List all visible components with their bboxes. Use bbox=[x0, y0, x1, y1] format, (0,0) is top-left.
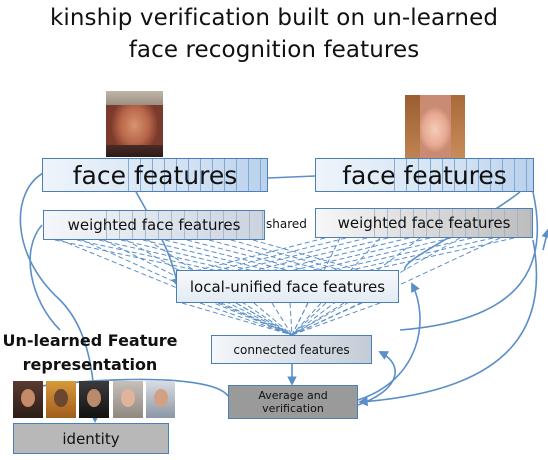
dashed-connection bbox=[164, 239, 291, 272]
dashed-connection bbox=[59, 239, 293, 336]
dashed-connection bbox=[308, 237, 452, 272]
dashed-connection bbox=[271, 302, 293, 336]
dashed-connection bbox=[230, 239, 345, 272]
dashed-connection bbox=[252, 239, 363, 272]
dashed-connection bbox=[291, 237, 341, 336]
average-verification-box: Average and verification bbox=[228, 385, 358, 419]
weighted-face-features-right: weighted face features bbox=[315, 208, 533, 238]
unlearned-heading-line2: representation bbox=[22, 355, 158, 374]
dashed-connection bbox=[232, 237, 368, 272]
dashed-connection bbox=[291, 302, 327, 336]
dashed-connection bbox=[213, 237, 347, 272]
dashed-connection bbox=[251, 237, 389, 272]
unlearned-heading-line1: Un-learned Feature bbox=[2, 331, 178, 350]
weighted-face-features-left: weighted face features bbox=[43, 210, 265, 240]
dashed-connection bbox=[54, 239, 201, 272]
face-photo-father bbox=[106, 91, 163, 157]
shared-label: shared bbox=[266, 217, 307, 231]
face-thumbnail bbox=[79, 381, 109, 418]
dashed-connection bbox=[346, 237, 494, 272]
face-photo-daughter bbox=[405, 95, 465, 158]
face-features-left-label: face features bbox=[72, 160, 238, 190]
dashed-connection bbox=[194, 237, 326, 272]
dashed-connection bbox=[289, 302, 293, 336]
identity-label: identity bbox=[62, 429, 120, 448]
face-features-right-label: face features bbox=[342, 160, 507, 190]
average-label-line1: Average and bbox=[258, 389, 328, 402]
dashed-connection bbox=[147, 239, 293, 336]
dashed-connection bbox=[199, 302, 293, 336]
face-features-left: face features bbox=[42, 158, 268, 192]
face-thumbnail bbox=[13, 381, 43, 418]
local-unified-features-box: local-unified face features bbox=[176, 270, 399, 303]
local-unified-label: local-unified face features bbox=[189, 277, 386, 296]
dashed-connection bbox=[208, 239, 327, 272]
dashed-connection bbox=[253, 302, 293, 336]
weighted-right-label: weighted face features bbox=[337, 214, 511, 232]
average-label-line2: verification bbox=[262, 402, 324, 415]
dashed-connection bbox=[186, 239, 309, 272]
dashed-connection bbox=[181, 302, 293, 336]
dashed-connection bbox=[142, 239, 273, 272]
face-thumbnail bbox=[113, 381, 143, 418]
identity-box: identity bbox=[13, 423, 169, 454]
dashed-connection bbox=[120, 239, 255, 272]
connected-features-box: connected features bbox=[211, 335, 372, 364]
connected-features-label: connected features bbox=[233, 342, 350, 357]
title-line-1: kinship verification built on un-learned bbox=[49, 5, 499, 31]
face-thumbnail bbox=[46, 381, 76, 418]
face-features-right: face features bbox=[315, 158, 534, 192]
dashed-connection bbox=[76, 239, 219, 272]
dashed-connection bbox=[289, 237, 431, 272]
dashed-connection bbox=[98, 239, 237, 272]
dashed-connection bbox=[291, 302, 345, 336]
dashed-connection bbox=[327, 237, 473, 272]
weighted-left-label: weighted face features bbox=[67, 216, 241, 234]
title-line-2: face recognition features bbox=[128, 37, 420, 63]
face-thumbnail bbox=[146, 381, 175, 418]
